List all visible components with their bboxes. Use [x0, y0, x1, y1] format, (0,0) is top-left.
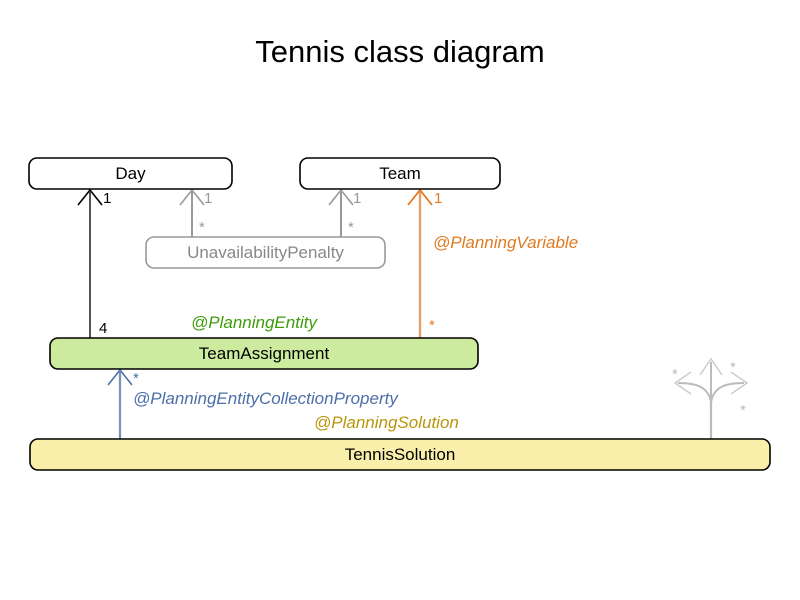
class-box-unavailability-penalty[interactable]: UnavailabilityPenalty: [145, 236, 386, 269]
multiplicity-tennis-solution-to-team-assignment-target: *: [133, 370, 139, 387]
relation-tennis-solution-to-team-assignment: [107, 368, 133, 441]
page-title: Tennis class diagram: [255, 34, 544, 69]
arrowhead-icon: [407, 188, 433, 206]
multiplicity-unavailability-penalty-to-day-target: 1: [204, 190, 212, 207]
class-box-rect[interactable]: [49, 337, 479, 370]
multiplicity-unavailability-penalty-to-day-source: *: [199, 219, 205, 236]
relation-unavailability-penalty-to-day: [179, 188, 205, 239]
fanout-branch-left: [677, 382, 712, 403]
multiplicity-team-assignment-to-team-source: *: [429, 317, 435, 334]
class-box-rect[interactable]: [145, 236, 386, 269]
annotation-planning-entity-collection-property: @PlanningEntityCollectionProperty: [133, 389, 399, 408]
annotation-planning-entity: @PlanningEntity: [191, 313, 318, 332]
multiplicity-unavailability-penalty-to-team-source: *: [348, 219, 354, 236]
class-box-rect[interactable]: [29, 438, 771, 471]
class-box-tennis-solution[interactable]: TennisSolution: [29, 438, 771, 471]
class-box-rect[interactable]: [299, 157, 501, 190]
annotation-planning-variable: @PlanningVariable: [433, 233, 578, 252]
fanout-branch-right: [710, 382, 745, 403]
multiplicity-fanout-right: *: [740, 402, 746, 419]
arrowhead-icon: [77, 188, 103, 206]
class-label-unavailability-penalty: UnavailabilityPenalty: [187, 243, 344, 262]
class-label-day: Day: [115, 164, 146, 183]
relation-tennis-solution-fanout: [673, 357, 749, 441]
multiplicity-day-to-team-assignment-target: 1: [103, 190, 111, 207]
multiplicity-fanout-left: *: [672, 366, 678, 383]
multiplicity-team-assignment-to-team-target: 1: [434, 190, 442, 207]
class-label-team-assignment: TeamAssignment: [199, 344, 330, 363]
relation-unavailability-penalty-to-team: [328, 188, 354, 239]
multiplicity-fanout-up: *: [730, 359, 736, 376]
class-box-day[interactable]: Day: [28, 157, 233, 190]
class-label-tennis-solution: TennisSolution: [345, 445, 456, 464]
arrowhead-icon: [730, 371, 749, 395]
arrowhead-icon: [699, 357, 723, 376]
relation-team-assignment-to-day: [77, 188, 103, 340]
class-label-team: Team: [379, 164, 421, 183]
arrowhead-icon: [673, 371, 692, 395]
arrowhead-icon: [179, 188, 205, 206]
annotation-planning-solution: @PlanningSolution: [314, 413, 459, 432]
class-box-team[interactable]: Team: [299, 157, 501, 190]
multiplicity-unavailability-penalty-to-team-target: 1: [353, 190, 361, 207]
relation-team-assignment-to-team: [407, 188, 433, 340]
class-box-team-assignment[interactable]: TeamAssignment: [49, 337, 479, 370]
multiplicity-day-to-team-assignment-source: 4: [99, 320, 107, 337]
arrowhead-icon: [107, 368, 133, 386]
class-box-rect[interactable]: [28, 157, 233, 190]
arrowhead-icon: [328, 188, 354, 206]
